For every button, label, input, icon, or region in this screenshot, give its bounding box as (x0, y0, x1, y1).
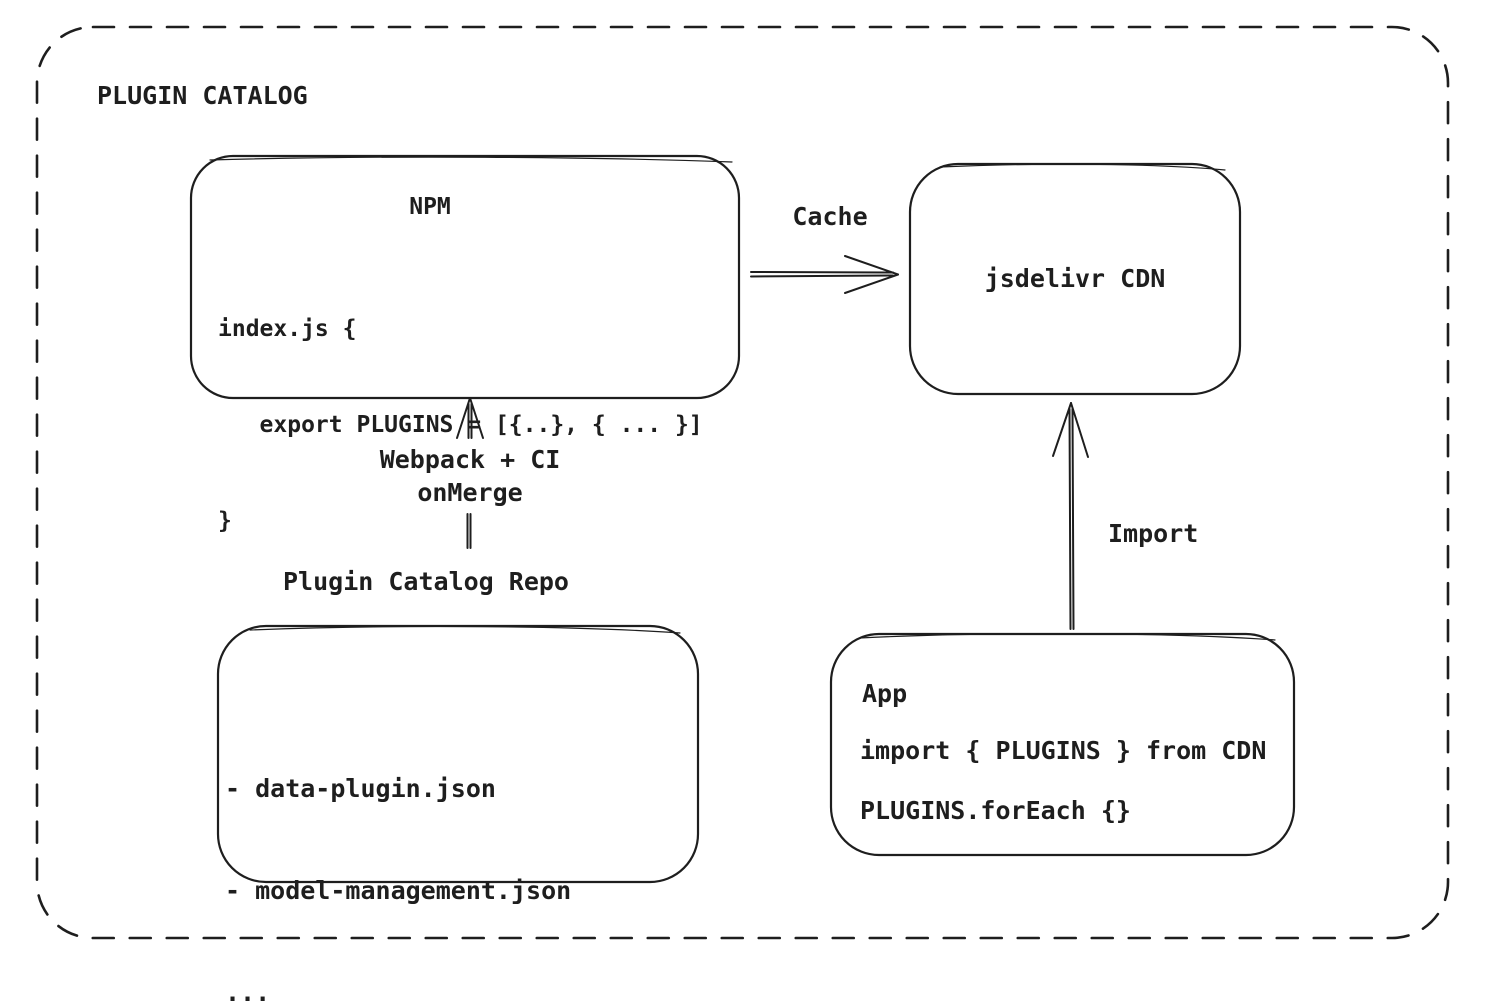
cdn-node-sketch-stroke (939, 163, 1226, 171)
build-arrow-label-line2: onMerge (417, 478, 523, 507)
repo-file-item: - data-plugin.json (225, 774, 496, 803)
app-node-title: App (862, 679, 908, 708)
cache-arrow-label: Cache (792, 202, 868, 231)
npm-node-code: index.js { export PLUGINS = [{..}, { ...… (218, 249, 703, 601)
app-code-line: import { PLUGINS } from CDN (860, 736, 1267, 765)
build-arrow-label-line1: Webpack + CI (379, 445, 561, 474)
npm-code-line: index.js { (218, 316, 357, 342)
app-code-line: PLUGINS.forEach {} (860, 796, 1131, 825)
cache-arrow (750, 255, 899, 294)
app-node-sketch-stroke (859, 633, 1276, 641)
npm-code-line: } (218, 508, 232, 534)
diagram-title: PLUGIN CATALOG (97, 81, 308, 110)
import-arrow-label: Import (1108, 519, 1199, 548)
build-arrow (456, 397, 484, 549)
repo-file-item: ... (225, 978, 271, 1002)
repo-node-file-list: - data-plugin.json - model-management.js… (225, 704, 571, 1002)
npm-node-border (189, 154, 741, 400)
catalog-boundary-border (35, 25, 1450, 940)
repo-node-title: Plugin Catalog Repo (283, 567, 569, 596)
npm-node-title: NPM (409, 194, 451, 220)
npm-code-line: export PLUGINS = [{..}, { ... }] (218, 412, 703, 438)
repo-node-sketch-stroke (249, 625, 681, 634)
import-arrow (1052, 402, 1089, 630)
cdn-node-label: jsdelivr CDN (984, 263, 1166, 293)
repo-file-item: - model-management.json (225, 876, 572, 905)
npm-node-sketch-stroke (209, 156, 733, 163)
